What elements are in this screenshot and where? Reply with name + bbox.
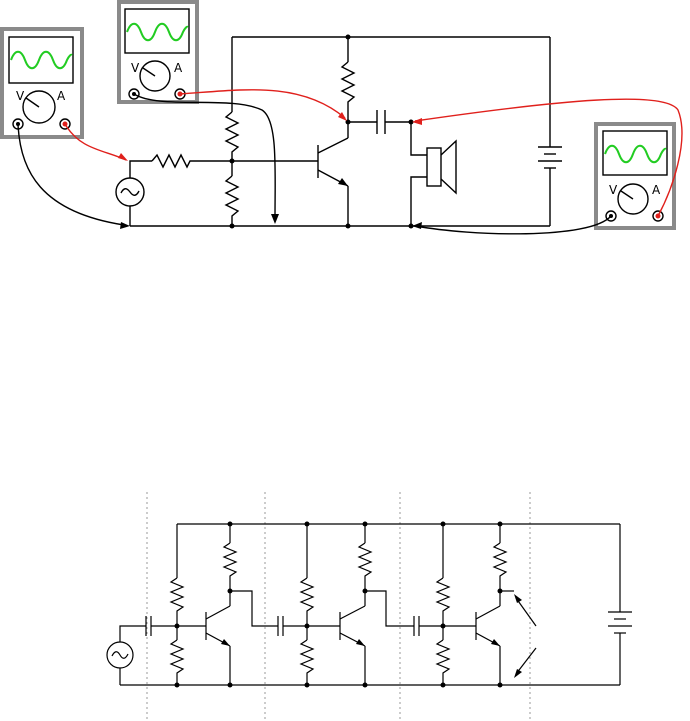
battery-icon [538, 147, 562, 168]
volts-label: V [131, 61, 140, 75]
stage2-upper-resistor-icon [301, 578, 313, 640]
stage1-output-wire [230, 591, 278, 626]
single-stage-amplifier-circuit: V A V A V A [2, 2, 682, 234]
stage2-output-wire [365, 591, 414, 626]
oscilloscope-icon: V A [596, 124, 674, 228]
source-to-input-resistor-wire [130, 161, 152, 178]
amps-label: A [174, 61, 183, 75]
input-resistor-icon [152, 155, 232, 167]
npn-transistor-icon [340, 606, 365, 646]
meter2-red-probe-lead[interactable] [180, 90, 345, 118]
source-input-wire [120, 626, 146, 642]
upper-bias-resistor-icon [226, 112, 238, 176]
stage3-lower-resistor-icon [437, 640, 449, 685]
stage1-lower-resistor-icon [171, 640, 183, 685]
arrow-icon [514, 594, 536, 626]
capacitor-icon [278, 616, 283, 636]
stage1-collector-resistor-icon [224, 543, 236, 606]
stage2-collector-resistor-icon [359, 543, 371, 606]
amps-label: A [57, 89, 66, 103]
stage3-collector-resistor-icon [494, 543, 506, 606]
volts-label: V [609, 183, 618, 197]
battery-icon [608, 612, 632, 633]
npn-transistor-icon [318, 138, 348, 186]
ac-source-icon [107, 642, 133, 668]
stage1-upper-resistor-icon [171, 578, 183, 640]
junction-dot [346, 224, 351, 229]
meter2-black-probe-lead[interactable] [134, 94, 275, 218]
lower-bias-resistor-icon [226, 176, 238, 226]
speaker-minus-wire [411, 177, 427, 226]
junction-dot [230, 224, 235, 229]
stage3-upper-resistor-icon [437, 578, 449, 640]
meter1-black-probe-lead[interactable] [18, 124, 124, 225]
npn-transistor-icon [206, 606, 230, 646]
oscilloscope-icon: V A [2, 29, 82, 137]
capacitor-icon [414, 616, 419, 636]
speaker-icon [427, 141, 456, 193]
stage2-lower-resistor-icon [301, 640, 313, 685]
npn-transistor-icon [476, 606, 500, 646]
three-stage-amplifier-circuit [107, 492, 632, 721]
ac-source-icon [116, 178, 144, 206]
oscilloscope-icon: V A [119, 2, 197, 102]
capacitor-icon [377, 110, 385, 134]
arrow-icon [514, 648, 536, 678]
amps-label: A [652, 183, 661, 197]
collector-resistor-icon [342, 62, 354, 138]
volts-label: V [16, 89, 25, 103]
speaker-plus-wire [411, 122, 427, 155]
meter3-black-probe-lead[interactable] [416, 216, 611, 234]
